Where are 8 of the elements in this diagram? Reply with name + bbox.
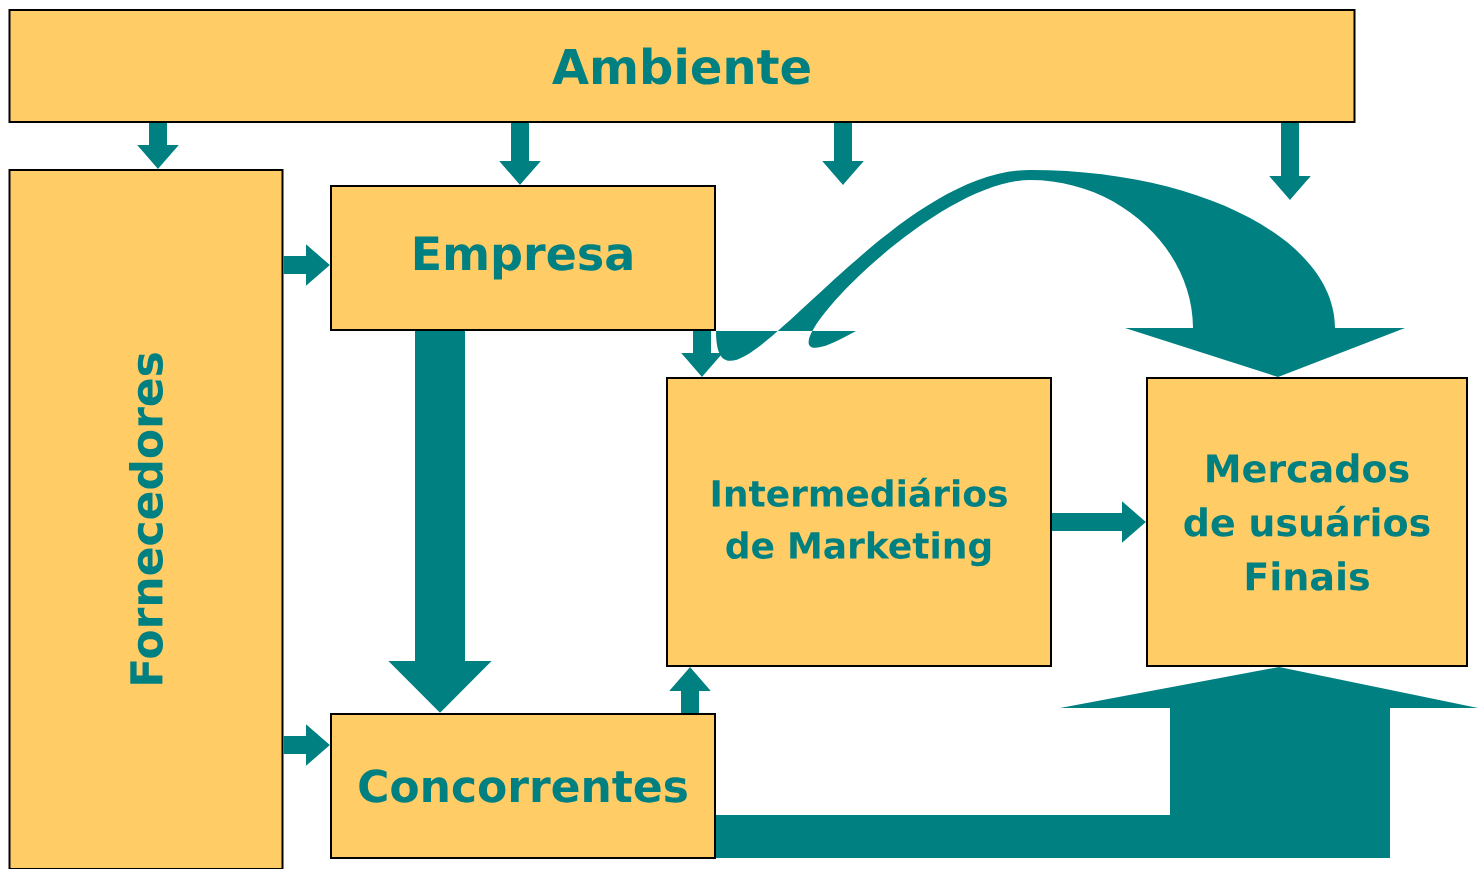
block-box: Concorrentes bbox=[330, 713, 716, 859]
block-box: Fornecedores bbox=[8, 169, 284, 869]
block-box: Ambiente bbox=[8, 9, 1356, 123]
block-box: Empresa bbox=[330, 185, 716, 331]
block-box: Intermediários de Marketing bbox=[666, 377, 1052, 667]
block-arrow bbox=[716, 667, 1478, 858]
block-box: Mercados de usuários Finais bbox=[1146, 377, 1468, 667]
block-arrow bbox=[716, 170, 1405, 377]
